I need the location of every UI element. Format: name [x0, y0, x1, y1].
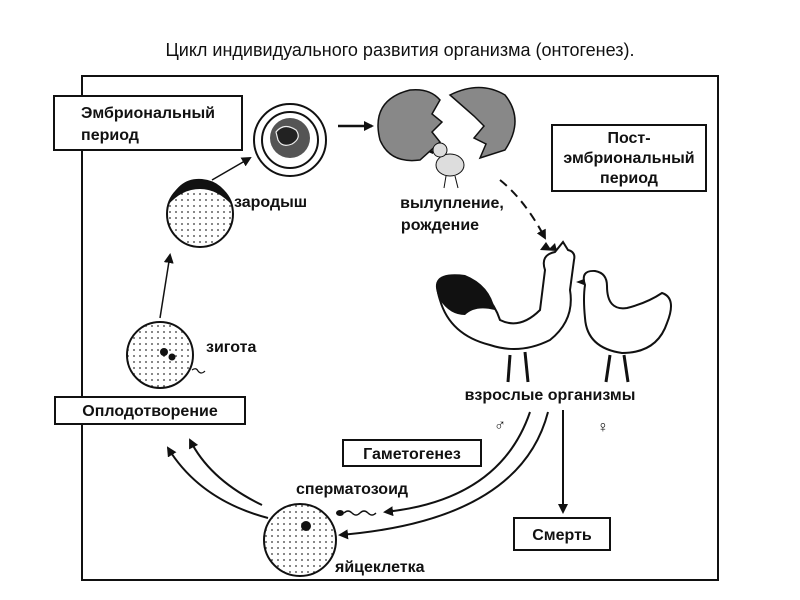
birth-label: рождение	[401, 217, 479, 234]
adults-label: взрослые организмы	[465, 387, 636, 404]
arrow-to-fertilization-2	[166, 446, 269, 519]
embryonic-period-label: Эмбриональный период	[53, 95, 243, 151]
egg-with-embryo-image	[253, 103, 327, 177]
sperm-label: сперматозоид	[296, 481, 408, 498]
egg-cell-label: яйцеклетка	[334, 559, 425, 576]
svg-text:эмбриональный: эмбриональный	[563, 150, 694, 167]
arrow-to-fertilization-1	[189, 438, 263, 506]
arrow-male-gametes	[383, 411, 531, 517]
rooster-image	[435, 240, 576, 383]
svg-text:Эмбриональный: Эмбриональный	[81, 105, 215, 122]
arrow-female-gametes	[338, 411, 549, 540]
egg-cell-image	[263, 503, 337, 577]
svg-text:период: период	[81, 127, 139, 144]
postembryonic-period-label: Пост- эмбриональный период	[551, 124, 707, 192]
zygote-image	[126, 321, 206, 389]
diagram-title: Цикл индивидуального развития организма …	[165, 40, 634, 60]
female-symbol: ♀	[597, 419, 609, 436]
zygote-label: зигота	[206, 339, 256, 356]
frame	[81, 75, 719, 581]
sperm-image	[336, 510, 377, 516]
hatching-chick-image	[377, 86, 516, 189]
svg-text:Смерть: Смерть	[532, 527, 592, 544]
svg-text:Пост-: Пост-	[607, 130, 650, 147]
svg-text:Гаметогенез: Гаметогенез	[363, 446, 461, 463]
svg-text:период: период	[600, 170, 658, 187]
death-label: Смерть	[513, 517, 611, 551]
hatching-label: вылупление,	[400, 195, 504, 212]
male-symbol: ♂	[494, 417, 506, 434]
arrow-zygote-to-embryo	[159, 253, 174, 319]
svg-text:Оплодотворение: Оплодотворение	[82, 403, 218, 420]
hen-image	[576, 269, 672, 383]
embryo-label: зародыш	[234, 194, 307, 211]
arrow-embryo-to-egg	[211, 156, 252, 181]
gametogenesis-label: Гаметогенез	[342, 439, 482, 467]
embryo-image	[166, 178, 234, 248]
arrow-hatching-to-adults	[499, 179, 546, 240]
fertilization-label: Оплодотворение	[54, 396, 246, 425]
